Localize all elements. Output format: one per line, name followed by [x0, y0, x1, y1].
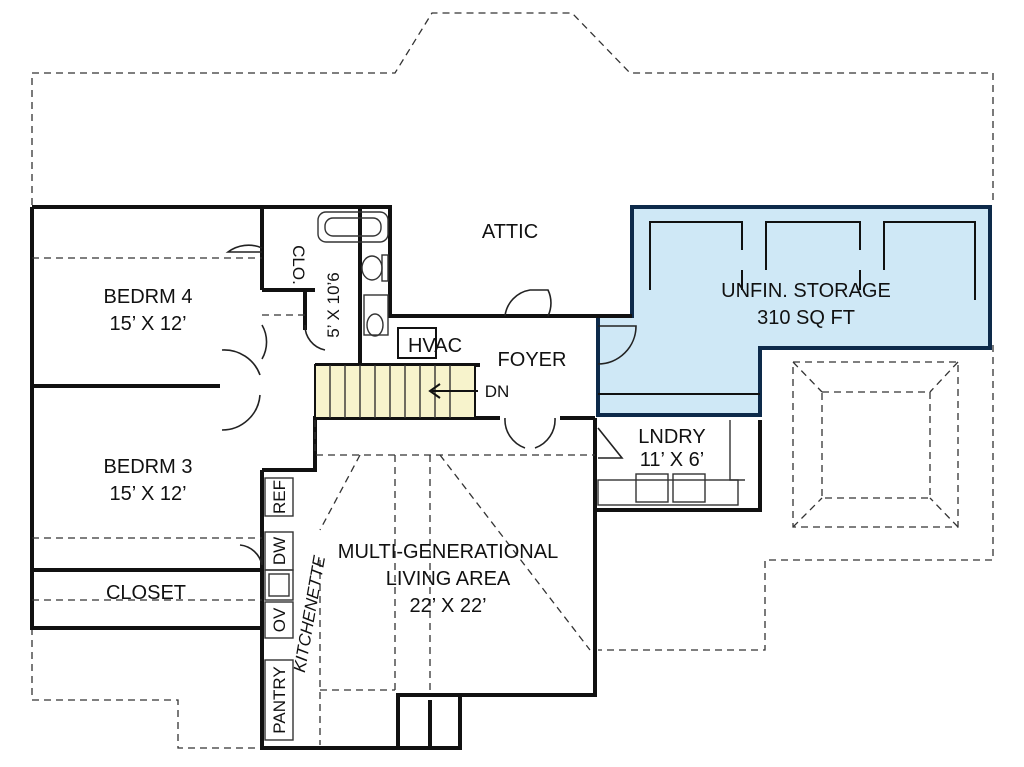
- ov-label: OV: [270, 607, 289, 632]
- stairs-label: DN: [485, 382, 510, 401]
- bath-size: 5’ X 10’6: [324, 272, 343, 338]
- closet-label: CLOSET: [106, 582, 186, 604]
- storage-label: UNFIN. STORAGE: [721, 280, 891, 302]
- attic-label: ATTIC: [482, 221, 538, 243]
- bedroom4-size: 15’ X 12’: [109, 313, 186, 335]
- doors: [221, 244, 556, 566]
- living-label-line2: LIVING AREA: [386, 568, 511, 590]
- pantry-label: PANTRY: [270, 666, 289, 733]
- hvac-label: HVAC: [408, 335, 462, 357]
- dw-label: DW: [270, 537, 289, 565]
- laundry-label: LNDRY: [638, 426, 705, 448]
- kitchenette-label: KITCHENETTE: [290, 554, 329, 674]
- roof-hip: [792, 361, 959, 528]
- kitchenette-fixtures: [264, 477, 294, 741]
- ref-label: REF: [270, 480, 289, 514]
- stairs: [314, 364, 478, 419]
- bath-fixtures: [317, 211, 389, 337]
- living-dashed-lines: [32, 257, 595, 745]
- storage-size: 310 SQ FT: [757, 307, 855, 329]
- foyer-label: FOYER: [498, 349, 567, 371]
- clo-label: CLO.: [289, 245, 308, 285]
- laundry-size: 11’ X 6’: [640, 449, 704, 471]
- walls: [30, 205, 762, 750]
- bedroom4-label: BEDRM 4: [104, 286, 193, 308]
- living-size: 22’ X 22’: [409, 595, 486, 617]
- hvac-box: [397, 327, 437, 359]
- attic-outline: [31, 12, 994, 749]
- living-label-line1: MULTI-GENERATIONAL: [338, 541, 558, 563]
- bedroom3-size: 15’ X 12’: [109, 483, 186, 505]
- bedroom3-label: BEDRM 3: [104, 456, 193, 478]
- laundry-fixtures: [597, 420, 745, 506]
